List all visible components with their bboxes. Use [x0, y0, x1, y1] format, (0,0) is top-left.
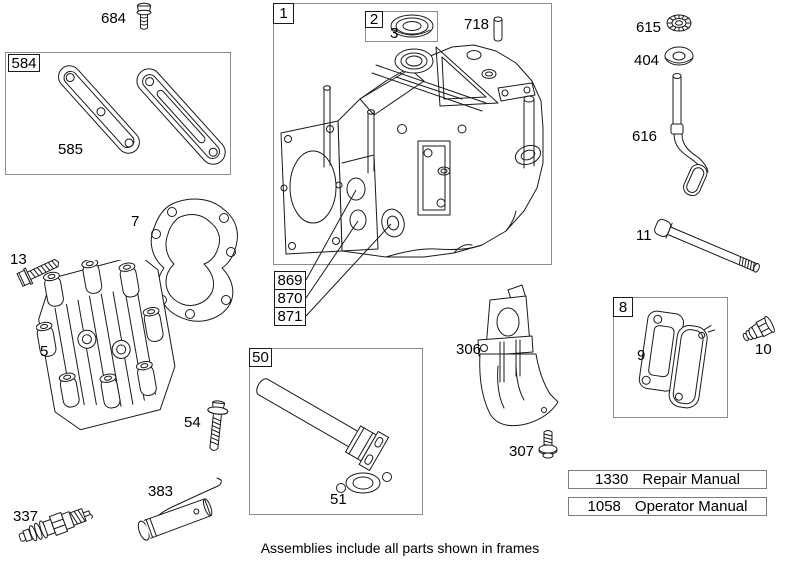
exhaust-gasket-51-icon	[336, 472, 392, 494]
assemblies-note: Assemblies include all parts shown in fr…	[260, 540, 540, 556]
callout-10[interactable]: 10	[755, 341, 772, 358]
head-bolt-13-icon	[16, 258, 60, 287]
callout-404[interactable]: 404	[634, 52, 660, 69]
callout-13[interactable]: 13	[10, 251, 27, 268]
head-gasket-7-icon	[150, 198, 238, 322]
operator-manual-title: Operator Manual	[634, 498, 748, 515]
callout-5[interactable]: 5	[40, 343, 49, 360]
nut-615-icon	[666, 14, 692, 32]
frame-50	[249, 348, 423, 515]
frame-label-8[interactable]: 8	[613, 297, 633, 317]
exhaust-tube-50-icon	[256, 378, 392, 494]
frame-label-1[interactable]: 1	[273, 3, 294, 24]
frame-label-584[interactable]: 584	[8, 54, 40, 72]
callout-615[interactable]: 615	[636, 19, 662, 36]
repair-manual-title: Repair Manual	[642, 471, 740, 488]
oil-seal-3-icon	[390, 14, 434, 38]
callout-869[interactable]: 869	[274, 271, 306, 290]
callout-307[interactable]: 307	[509, 443, 535, 460]
cylinder-block-1-icon	[280, 44, 544, 258]
callout-684[interactable]: 684	[101, 10, 127, 27]
repair-manual-link[interactable]: 1330 Repair Manual	[568, 470, 767, 489]
screw-684-icon	[136, 2, 152, 30]
callout-616[interactable]: 616	[632, 128, 658, 145]
operator-manual-code: 1058	[587, 498, 621, 515]
callout-51[interactable]: 51	[330, 491, 347, 508]
screw-307-icon	[538, 430, 558, 459]
repair-manual-code: 1330	[595, 471, 629, 488]
spark-plug-337-icon	[18, 508, 93, 542]
callout-383[interactable]: 383	[148, 483, 174, 500]
frame-8	[613, 297, 728, 418]
cover-plate-icon	[668, 324, 716, 409]
oil-tube-383-icon	[137, 477, 222, 541]
operator-manual-link[interactable]: 1058 Operator Manual	[568, 497, 767, 516]
frame-1	[273, 3, 552, 265]
screw-54-icon	[207, 400, 229, 451]
rod-11-icon	[654, 218, 760, 273]
callout-54[interactable]: 54	[184, 414, 201, 431]
muffler-gasket-9-icon	[638, 310, 716, 409]
callout-871[interactable]: 871	[274, 307, 306, 326]
frame-label-2[interactable]: 2	[365, 11, 383, 28]
frame-584	[5, 52, 231, 175]
callout-337[interactable]: 337	[13, 508, 39, 525]
bracket-306-icon	[477, 284, 559, 427]
callout-585[interactable]: 585	[58, 141, 84, 158]
dipstick-616-icon	[670, 73, 709, 196]
callout-870[interactable]: 870	[274, 289, 306, 308]
callout-9[interactable]: 9	[637, 347, 646, 364]
dowel-pin-718-icon	[493, 16, 503, 42]
callout-7[interactable]: 7	[131, 213, 140, 230]
cylinder-head-5-icon	[36, 260, 176, 430]
washer-404-icon	[664, 46, 694, 66]
plug-screw-10-icon	[742, 316, 775, 342]
callout-306[interactable]: 306	[456, 341, 482, 358]
callout-718[interactable]: 718	[464, 16, 490, 33]
callout-11[interactable]: 11	[636, 227, 652, 244]
breather-gaskets-585-icon	[58, 65, 226, 165]
frame-label-50[interactable]: 50	[249, 348, 272, 367]
callout-3[interactable]: 3	[390, 25, 399, 42]
